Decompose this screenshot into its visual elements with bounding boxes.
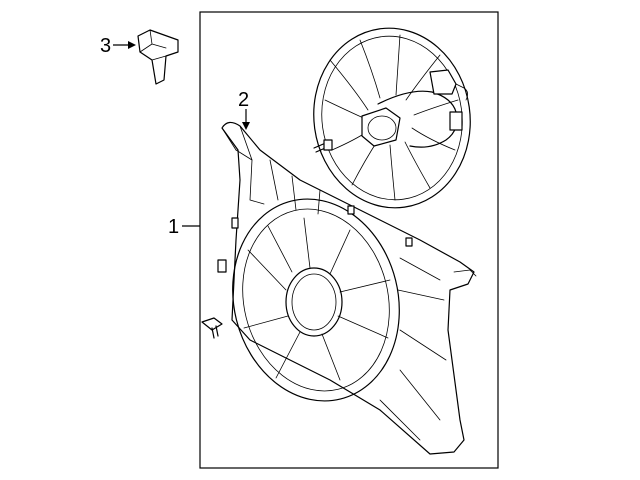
callout-1-label: 1 [168, 216, 179, 238]
fan-screw [313, 139, 333, 153]
callout-3-arrow [128, 41, 136, 49]
shroud-bolt [201, 317, 223, 339]
callout-2-label: 2 [238, 89, 249, 111]
fan-shroud [217, 121, 477, 455]
fan-blade-assembly [313, 27, 471, 209]
callout-2-arrow [242, 122, 250, 130]
bracket-part [137, 29, 179, 85]
callout-3-label: 3 [100, 35, 111, 57]
assembly-frame [199, 11, 499, 469]
